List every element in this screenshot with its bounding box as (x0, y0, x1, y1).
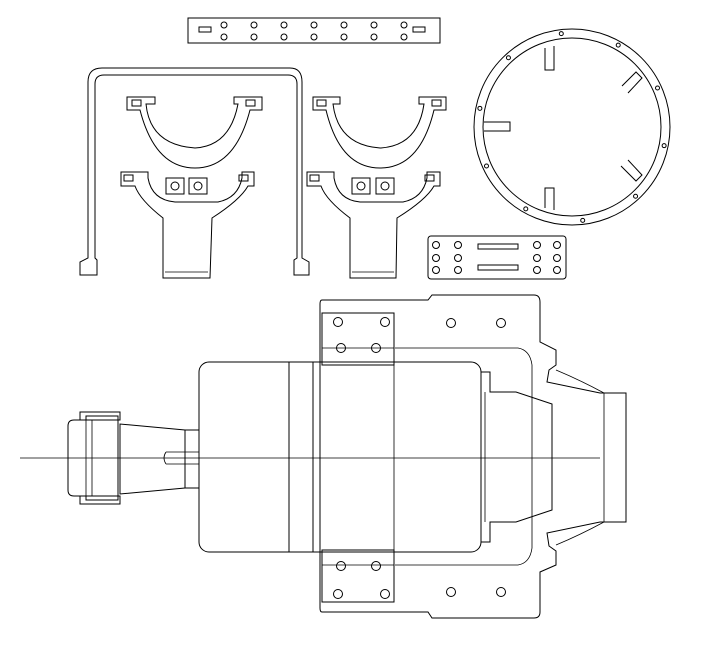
strip-hole (310, 33, 318, 41)
plate-hole (553, 266, 561, 274)
top-mounting-strip (187, 17, 441, 44)
bolt-hole (380, 589, 390, 599)
plate-hole (533, 266, 541, 274)
tall-bracket (79, 67, 310, 276)
plate-hole (432, 241, 440, 249)
strip-hole (310, 21, 318, 29)
bolt-hole (380, 317, 390, 327)
plate-hole (454, 266, 462, 274)
bolt-hole (371, 343, 381, 353)
bolt-hole (446, 318, 456, 328)
plate-hole (454, 254, 462, 262)
ring-hole (477, 105, 483, 111)
ring-hole (661, 143, 667, 149)
strip-hole (280, 21, 288, 29)
bolt-hole (336, 343, 346, 353)
strip-hole (250, 21, 258, 29)
bolt-hole (446, 587, 456, 597)
small-plate (427, 235, 567, 280)
ring-hole (523, 206, 529, 212)
strip-hole (340, 33, 348, 41)
plate-hole (454, 241, 462, 249)
upper-clamp-right (312, 96, 447, 169)
bolt-hole (496, 587, 506, 597)
ring-hole (505, 55, 511, 61)
plate-hole (553, 241, 561, 249)
strip-hole (220, 33, 228, 41)
ring-flange (473, 28, 671, 226)
bolt-hole (333, 317, 343, 327)
ring-hole (655, 85, 661, 91)
strip-hole (370, 33, 378, 41)
bolt-hole (336, 561, 346, 571)
strip-hole (400, 21, 408, 29)
assembly-top-view (20, 294, 627, 619)
plate-hole (432, 254, 440, 262)
plate-hole (432, 266, 440, 274)
ring-hole (558, 31, 564, 37)
strip-hole (370, 21, 378, 29)
plate-hole (533, 254, 541, 262)
upper-clamp-left (126, 96, 263, 169)
plate-hole (533, 241, 541, 249)
strip-hole (340, 21, 348, 29)
ring-hole (615, 42, 621, 48)
ring-hole (580, 217, 586, 223)
bolt-hole (333, 589, 343, 599)
plate-hole (553, 254, 561, 262)
ring-hole (633, 193, 639, 199)
bolt-hole (371, 561, 381, 571)
strip-hole (400, 33, 408, 41)
lower-clamp-left (120, 171, 255, 279)
ring-hole (483, 163, 489, 169)
strip-hole (280, 33, 288, 41)
lower-clamp-right (306, 171, 441, 279)
strip-hole (250, 33, 258, 41)
strip-hole (220, 21, 228, 29)
bolt-hole (496, 318, 506, 328)
